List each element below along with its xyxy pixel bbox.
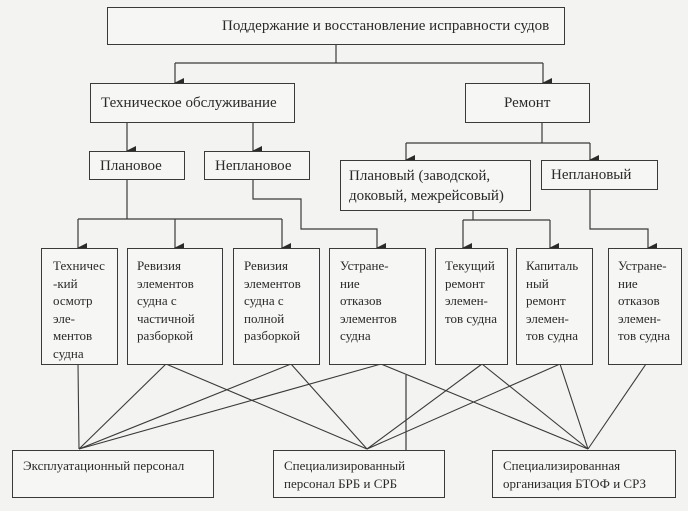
planned-repair-box: Плановый (заводской, доковый, межрейсовы… <box>340 160 531 211</box>
planned-maintenance-box: Плановое <box>89 151 185 180</box>
root-title: Поддержание и восстановление исправности… <box>222 18 550 34</box>
activity-label: Текущий ремонт элемен- тов судна <box>445 258 498 326</box>
connection-line <box>78 363 167 450</box>
activity-label: Устране- ние отказов элементов судна <box>340 258 397 343</box>
activity-box-6: Капиталь ный ремонт элемен- тов судна <box>516 248 593 365</box>
performer-label: Специализированная организация БТОФ и СР… <box>503 458 646 491</box>
maintenance-label: Техническое обслуживание <box>101 95 277 111</box>
connection-line <box>559 363 589 450</box>
activity-box-2: Ревизия элементов судна с частичной разб… <box>127 248 223 365</box>
unplanned-repair-box: Неплановый <box>541 160 658 190</box>
activity-box-5: Текущий ремонт элемен- тов судна <box>435 248 508 365</box>
performer-box-btof-srz: Специализированная организация БТОФ и СР… <box>492 450 676 498</box>
activity-label: Ревизия элементов судна с полной разборк… <box>244 258 301 343</box>
activity-box-1: Техничес -кий осмотр эле- ментов судна <box>41 248 118 365</box>
connection-line <box>78 363 382 450</box>
maintenance-box: Техническое обслуживание <box>90 83 295 123</box>
activity-box-4: Устране- ние отказов элементов судна <box>329 248 426 365</box>
arrow-to-activity-4 <box>252 180 386 253</box>
activity-label: Ревизия элементов судна с частичной разб… <box>137 258 195 343</box>
activity-box-3: Ревизия элементов судна с полной разборк… <box>233 248 320 365</box>
repair-label: Ремонт <box>504 95 551 111</box>
connection-line <box>77 363 80 450</box>
activity-label: Техничес -кий осмотр эле- ментов судна <box>53 258 105 361</box>
activity-box-7: Устране- ние отказов элемен- тов судна <box>608 248 682 365</box>
connection-line <box>290 363 368 450</box>
arrow-to-activity-7 <box>589 190 657 253</box>
root-box: Поддержание и восстановление исправности… <box>107 7 565 45</box>
connection-line <box>366 363 561 450</box>
activity-label: Капиталь ный ремонт элемен- тов судна <box>526 258 579 343</box>
performer-label: Специализированный персонал БРБ и СРБ <box>284 458 406 491</box>
connection-line <box>587 363 647 450</box>
planned-repair-label: Плановый (заводской, доковый, межрейсовы… <box>349 168 504 204</box>
connection-line <box>380 363 589 450</box>
unplanned-maintenance-box: Неплановое <box>204 151 310 180</box>
repair-box: Ремонт <box>465 83 590 123</box>
unplanned-maintenance-label: Неплановое <box>215 158 292 174</box>
performer-box-brb-srb: Специализированный персонал БРБ и СРБ <box>273 450 445 498</box>
connection-line <box>165 363 368 450</box>
connection-line <box>78 363 292 450</box>
planned-maintenance-label: Плановое <box>100 158 162 174</box>
connection-line <box>366 363 483 450</box>
performer-label: Эксплуатационный персонал <box>23 458 185 473</box>
connection-line <box>481 363 589 450</box>
performer-box-operational: Эксплуатационный персонал <box>12 450 214 498</box>
unplanned-repair-label: Неплановый <box>551 167 632 183</box>
activity-label: Устране- ние отказов элемен- тов судна <box>618 258 671 343</box>
